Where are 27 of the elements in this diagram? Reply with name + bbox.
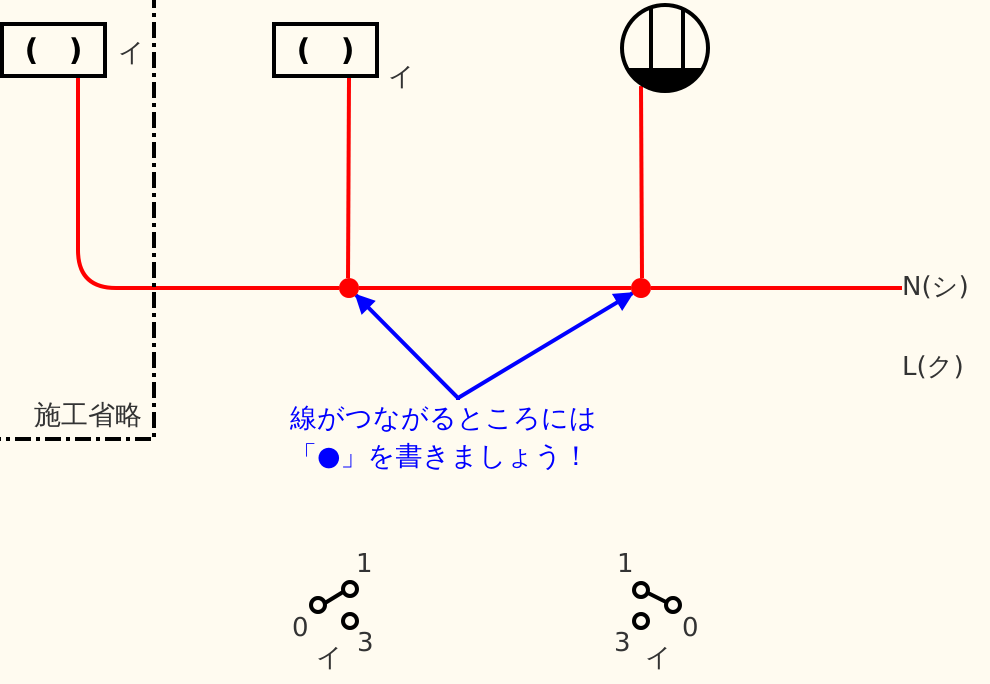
- lamp-label: イ: [388, 62, 415, 92]
- contact-number: 3: [614, 628, 631, 658]
- wire: [651, 286, 902, 290]
- omitted-area: [0, 0, 156, 441]
- terminal-label: L(ク): [902, 352, 964, 382]
- arrow: [456, 291, 634, 400]
- contact-number: 3: [357, 628, 374, 658]
- wire: [359, 286, 631, 290]
- contact-number: 1: [617, 549, 634, 579]
- lamp-label: イ: [118, 38, 145, 68]
- wire: [639, 86, 644, 278]
- junction-dot: [339, 278, 359, 298]
- junction-dot: [631, 278, 651, 298]
- switch-label: イ: [316, 643, 343, 673]
- lamp-box: ( ): [0, 22, 107, 78]
- outlet-symbol: [620, 3, 710, 93]
- lamp-box: ( ): [272, 22, 379, 78]
- contact-number: 0: [682, 613, 699, 643]
- wire: [76, 78, 339, 290]
- contact-number: 0: [292, 613, 309, 643]
- terminal-label: N(シ): [902, 272, 990, 304]
- area-label: 施工省略: [34, 401, 142, 431]
- arrow: [354, 294, 460, 400]
- callout-text: 線がつながるところには「●」を書きましょう！: [290, 400, 656, 480]
- switch-label: イ: [645, 643, 672, 673]
- contact-number: 1: [356, 549, 373, 579]
- wire: [346, 78, 351, 278]
